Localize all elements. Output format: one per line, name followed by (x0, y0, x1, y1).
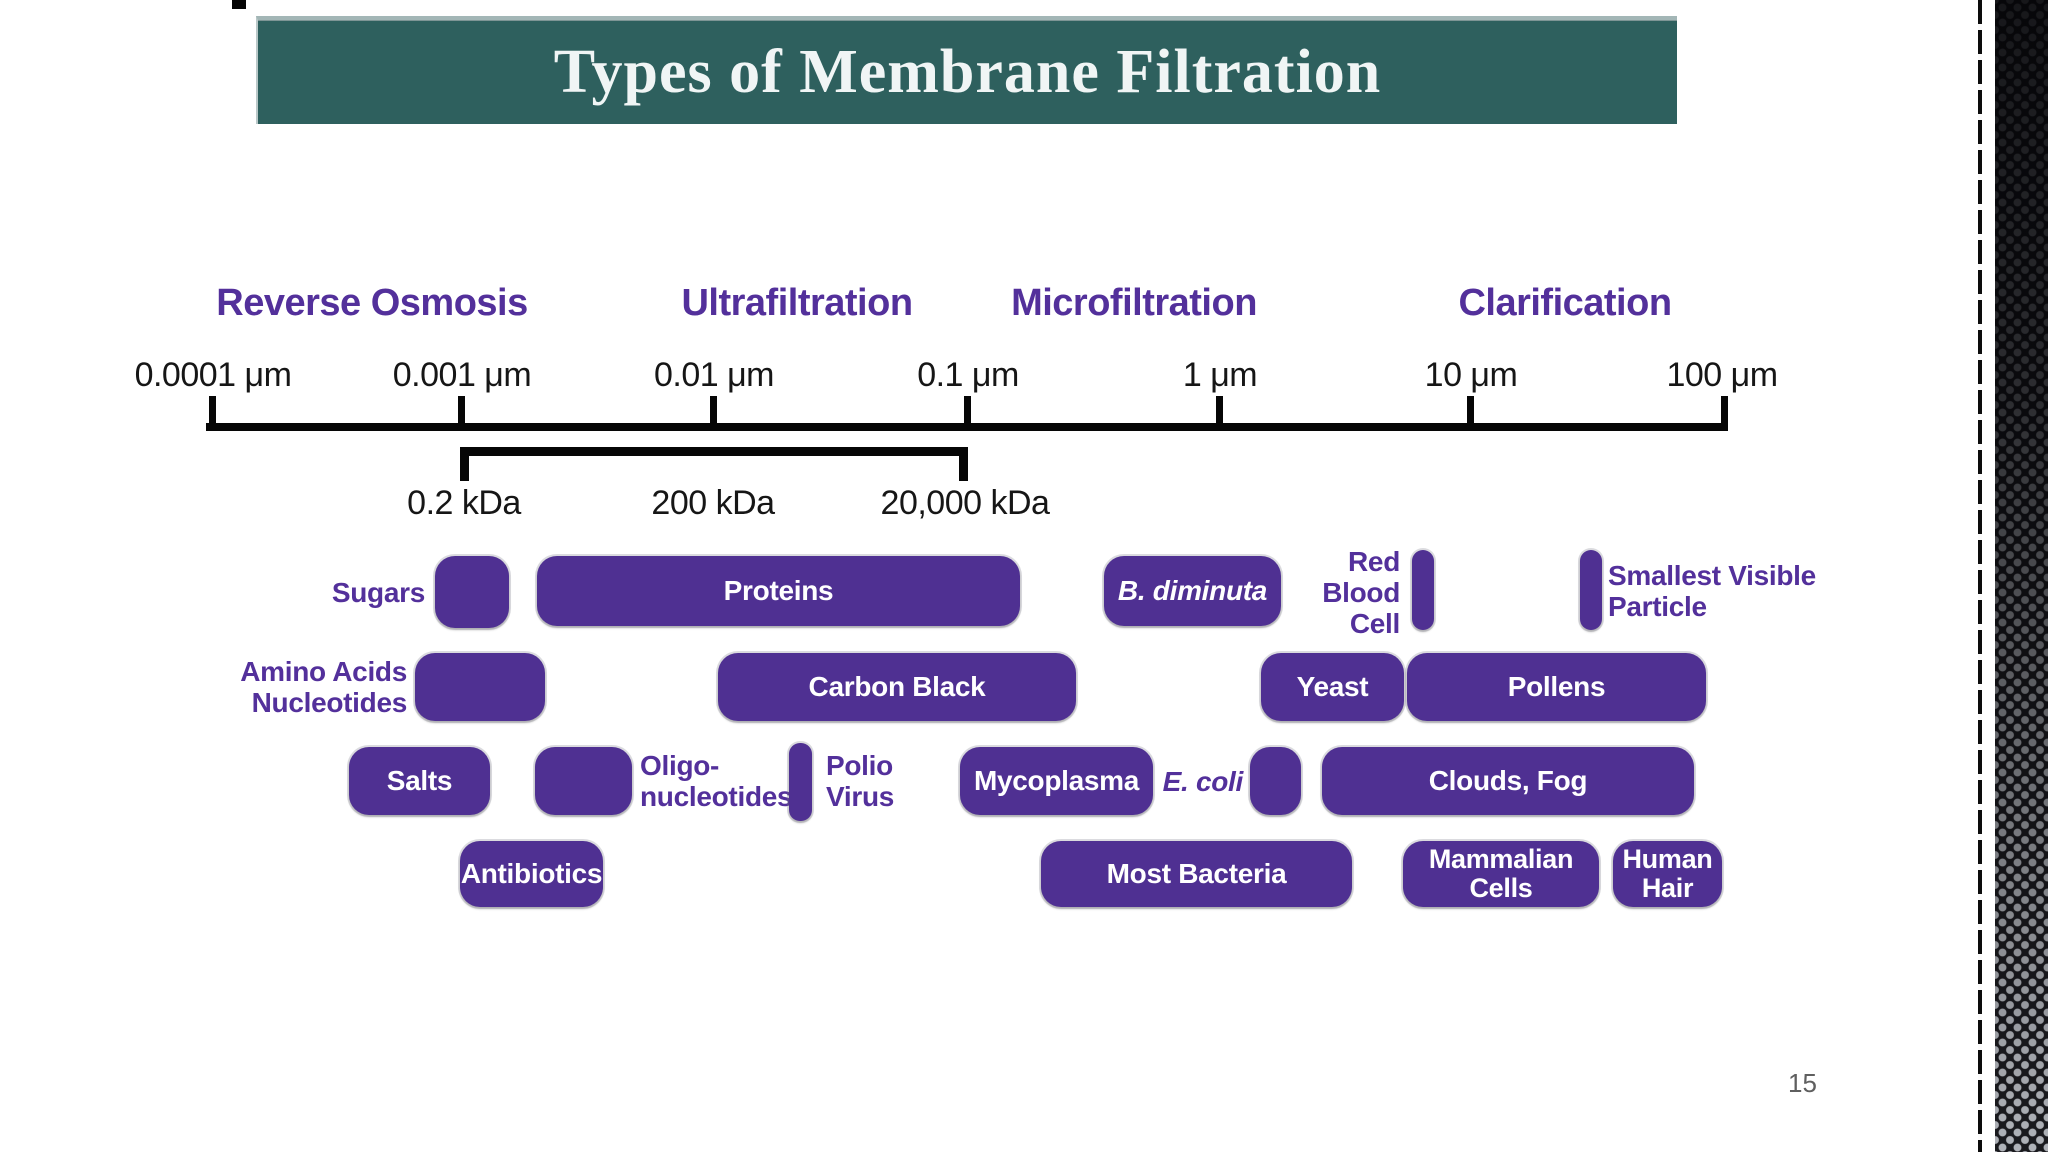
micron-tick-label: 10 μm (1424, 356, 1518, 394)
mammalian-cells-range-pill: Mammalian Cells (1403, 841, 1599, 907)
smallest-visible-particle-range-pill (1580, 550, 1602, 630)
micron-tick-mark (458, 396, 465, 424)
process-label-reverse-osmosis: Reverse Osmosis (216, 282, 528, 324)
process-label-ultrafiltration: Ultrafiltration (681, 282, 913, 324)
title-banner: Types of Membrane Filtration (256, 16, 1677, 124)
kda-tick-label: 0.2 kDa (407, 484, 521, 522)
process-label-clarification: Clarification (1458, 282, 1672, 324)
e-coli-range-pill (1250, 747, 1301, 815)
yeast-range-pill: Yeast (1261, 653, 1404, 721)
mycoplasma-range-pill: Mycoplasma (960, 747, 1153, 815)
page-title: Types of Membrane Filtration (553, 37, 1382, 106)
red-blood-cell-label: Red Blood Cell (1322, 546, 1400, 639)
top-edge-mark (232, 0, 246, 9)
micron-tick-mark (1467, 396, 1474, 424)
kda-tick-label: 200 kDa (651, 484, 775, 522)
clouds-fog-range-pill: Clouds, Fog (1322, 747, 1694, 815)
sugars-label: Sugars (331, 576, 425, 608)
micron-tick-label: 100 μm (1666, 356, 1778, 394)
micron-tick-label: 0.001 μm (392, 356, 532, 394)
pollens-range-pill: Pollens (1407, 653, 1706, 721)
kda-scale-bracket (460, 447, 968, 456)
micron-tick-mark (964, 396, 971, 424)
oligonucleotides-label: Oligo- nucleotides (640, 750, 793, 812)
proteins-range-pill: Proteins (537, 556, 1020, 626)
micron-tick-label: 0.01 μm (653, 356, 775, 394)
desktop-texture-strip (1995, 0, 2048, 1152)
amino-acids-nucleotides-label: Amino Acids Nucleotides (240, 656, 407, 718)
oligonucleotides-range-pill (535, 747, 632, 815)
process-label-microfiltration: Microfiltration (1011, 282, 1257, 324)
polio-virus-range-pill (789, 743, 812, 821)
carbon-black-range-pill: Carbon Black (718, 653, 1076, 721)
smallest-visible-particle-label: Smallest Visible Particle (1608, 560, 1816, 622)
amino-acids-range-pill (415, 653, 545, 721)
most-bacteria-range-pill: Most Bacteria (1041, 841, 1352, 907)
antibiotics-range-pill: Antibiotics (460, 841, 603, 907)
micron-tick-mark (710, 396, 717, 424)
micron-scale-axis (206, 423, 1728, 431)
micron-tick-label: 0.0001 μm (134, 356, 292, 394)
slide-edge-line (1978, 0, 1982, 1152)
kda-tick-label: 20,000 kDa (880, 484, 1050, 522)
micron-tick-mark (1721, 396, 1728, 424)
micron-tick-label: 1 μm (1182, 356, 1258, 394)
page-number: 15 (1788, 1068, 1817, 1098)
micron-tick-mark (209, 396, 216, 424)
micron-tick-label: 0.1 μm (917, 356, 1019, 394)
salts-range-pill: Salts (349, 747, 490, 815)
sugars-range-pill (435, 556, 509, 628)
kda-bracket-end (460, 447, 469, 481)
e-coli-label: E. coli (1162, 765, 1244, 797)
kda-bracket-end (959, 447, 968, 481)
human-hair-range-pill: Human Hair (1613, 841, 1722, 907)
red-blood-cell-range-pill (1412, 550, 1434, 630)
micron-tick-mark (1216, 396, 1223, 424)
b-diminuta-range-pill: B. diminuta (1104, 556, 1281, 626)
polio-virus-label: Polio Virus (826, 750, 895, 812)
